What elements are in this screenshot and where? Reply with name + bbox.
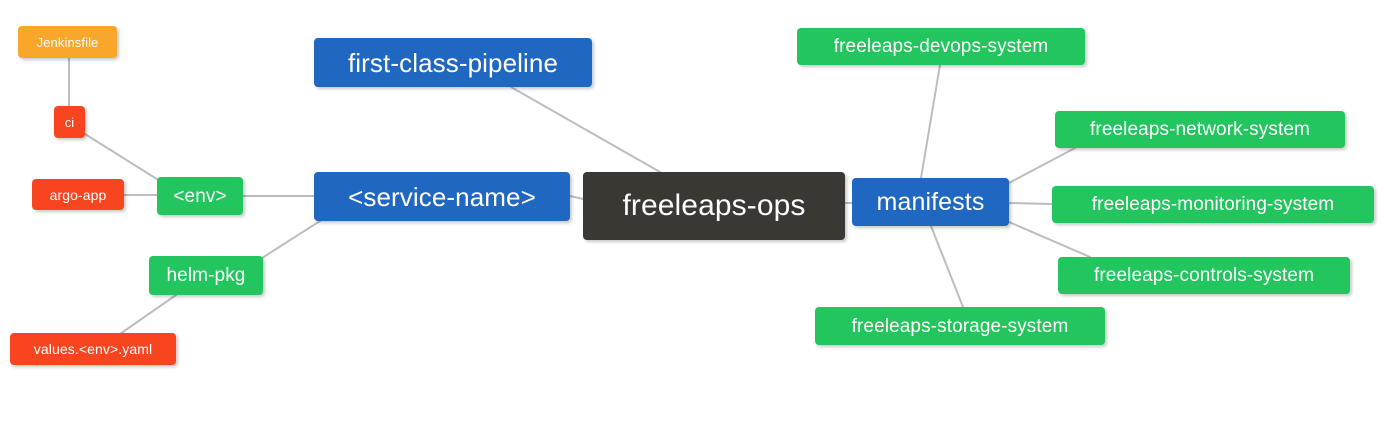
edge-service-name-to-helm-pkg: [261, 220, 321, 259]
node-label-first-class-pipeline: first-class-pipeline: [347, 47, 559, 78]
node-label-argo-app: argo-app: [49, 186, 107, 203]
node-label-freeleaps-devops-system: freeleaps-devops-system: [833, 36, 1049, 57]
node-freeleaps-controls-system[interactable]: freeleaps-controls-system: [1058, 257, 1350, 294]
edge-ci-to-env: [84, 133, 161, 182]
node-label-freeleaps-controls-system: freeleaps-controls-system: [1093, 265, 1315, 286]
edge-first-class-pipeline-to-freeleaps-ops: [510, 86, 661, 173]
edge-helm-pkg-to-values-yaml: [119, 294, 177, 335]
edge-manifests-to-freeleaps-controls-system: [1008, 221, 1091, 258]
node-label-freeleaps-network-system: freeleaps-network-system: [1090, 119, 1310, 140]
node-freeleaps-monitoring-system[interactable]: freeleaps-monitoring-system: [1052, 186, 1374, 223]
node-label-values-yaml: values.<env>.yaml: [33, 341, 153, 357]
node-freeleaps-storage-system[interactable]: freeleaps-storage-system: [815, 307, 1105, 345]
node-env[interactable]: <env>: [157, 177, 243, 215]
node-label-env: <env>: [173, 185, 227, 207]
node-label-service-name: <service-name>: [348, 181, 536, 212]
node-values-yaml[interactable]: values.<env>.yaml: [10, 333, 176, 365]
node-ci[interactable]: ci: [54, 106, 85, 138]
node-label-freeleaps-ops: freeleaps-ops: [622, 189, 806, 222]
edge-manifests-to-freeleaps-monitoring-system: [1008, 202, 1053, 205]
edge-service-name-to-freeleaps-ops: [569, 195, 584, 200]
node-argo-app[interactable]: argo-app: [32, 179, 124, 210]
node-first-class-pipeline[interactable]: first-class-pipeline: [314, 38, 592, 87]
node-jenkinsfile[interactable]: Jenkinsfile: [18, 26, 117, 58]
edge-manifests-to-freeleaps-storage-system: [930, 225, 964, 308]
node-freeleaps-devops-system[interactable]: freeleaps-devops-system: [797, 28, 1085, 65]
edge-manifests-to-freeleaps-devops-system: [920, 64, 941, 179]
node-label-manifests: manifests: [876, 187, 985, 216]
node-label-helm-pkg: helm-pkg: [166, 265, 246, 286]
node-freeleaps-ops[interactable]: freeleaps-ops: [583, 172, 845, 240]
node-label-freeleaps-monitoring-system: freeleaps-monitoring-system: [1091, 194, 1335, 215]
node-helm-pkg[interactable]: helm-pkg: [149, 256, 263, 295]
node-label-freeleaps-storage-system: freeleaps-storage-system: [851, 315, 1069, 337]
node-label-ci: ci: [64, 114, 75, 130]
node-service-name[interactable]: <service-name>: [314, 172, 570, 221]
node-freeleaps-network-system[interactable]: freeleaps-network-system: [1055, 111, 1345, 148]
node-label-jenkinsfile: Jenkinsfile: [36, 34, 99, 50]
edge-manifests-to-freeleaps-network-system: [1008, 147, 1076, 184]
node-manifests[interactable]: manifests: [852, 178, 1009, 226]
